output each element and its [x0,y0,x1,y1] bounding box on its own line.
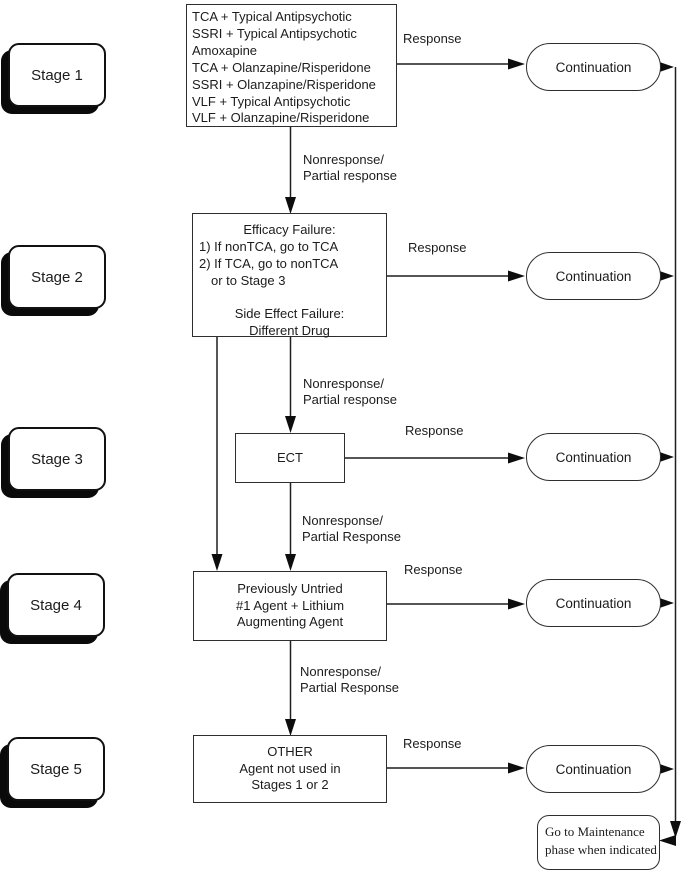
arrowhead [658,451,674,463]
continuation-oval-3: Continuation [526,433,661,481]
maintenance-line: Go to Maintenance [545,824,645,839]
stage-1-treatments-box: TCA + Typical Antipsychotic SSRI + Typic… [186,4,397,127]
nonresponse-label-1: Nonresponse/ Partial response [303,152,397,184]
treatment-line: TCA + Typical Antipsychotic [192,9,352,24]
stage-3-ect-box: ECT [235,433,345,483]
arrowhead [658,61,674,73]
maintenance-line: phase when indicated [545,842,657,857]
arrowhead [211,554,223,571]
stage-3-pill: Stage 3 [8,427,106,491]
arrowhead [658,763,674,775]
continuation-label: Continuation [555,761,632,777]
treatment-line: SSRI + Olanzapine/Risperidone [192,76,376,92]
response-label-1: Response [403,31,462,46]
stage-2-box: Efficacy Failure: 1) If nonTCA, go to TC… [192,213,387,338]
arrowhead [508,58,525,70]
response-label-5: Response [403,736,462,751]
continuation-oval-1: Continuation [526,43,661,91]
stage-2-line: Different Drug [249,322,330,338]
continuation-label: Continuation [555,59,632,75]
nonresponse-line: Nonresponse/ [302,513,383,528]
stage-5-line: Stages 1 or 2 [251,777,329,793]
continuation-label: Continuation [555,449,632,465]
stage-4-box: Previously Untried #1 Agent + Lithium Au… [193,571,387,641]
stage-5-pill: Stage 5 [7,737,105,801]
response-label-4: Response [404,562,463,577]
spacer [193,290,386,306]
arrowhead [658,597,674,609]
stage-4-line: Previously Untried [237,580,343,596]
stage-1-label: Stage 1 [31,66,83,84]
stage-1-pill: Stage 1 [8,43,106,107]
stage-2-line: Efficacy Failure: [243,222,336,237]
arrowhead [670,821,681,838]
stage-2-line: 2) If TCA, go to nonTCA [199,255,339,271]
nonresponse-line: Nonresponse/ [300,664,381,679]
stage-5-label: Stage 5 [30,760,82,778]
stage-2-line: 1) If nonTCA, go to TCA [199,238,339,254]
stage-2-pill: Stage 2 [8,245,106,309]
response-label-3: Response [405,423,464,438]
nonresponse-label-3: Nonresponse/ Partial Response [302,513,401,545]
arrowhead [659,835,676,846]
nonresponse-line: Partial response [303,392,397,407]
treatment-line: VLF + Olanzapine/Risperidone [192,110,370,126]
continuation-oval-4: Continuation [526,579,661,627]
arrowhead [658,270,674,282]
continuation-label: Continuation [555,268,632,284]
arrowhead [508,452,525,464]
treatment-line: Amoxapine [192,42,258,58]
ect-label: ECT [277,449,303,465]
maintenance-box: Go to Maintenance phase when indicated [537,815,660,870]
arrowhead [508,598,525,610]
continuation-label: Continuation [555,595,632,611]
stage-5-line: Agent not used in [239,760,341,776]
arrowhead [285,554,296,571]
arrowhead [508,762,525,774]
arrowhead [508,270,525,282]
arrowhead [285,197,296,214]
stage-3-label: Stage 3 [31,450,83,468]
treatment-line: VLF + Typical Antipsychotic [192,93,351,109]
stage-4-pill: Stage 4 [7,573,105,637]
stage-4-line: Augmenting Agent [236,614,344,630]
stage-2-line: Side Effect Failure: [234,305,345,321]
response-label-2: Response [408,240,467,255]
treatment-line: SSRI + Typical Antipsychotic [192,25,357,41]
stage-4-line: #1 Agent + Lithium [235,597,345,613]
nonresponse-line: Partial Response [300,680,399,695]
arrowhead [285,416,296,433]
nonresponse-label-2: Nonresponse/ Partial response [303,376,397,408]
stage-5-box: OTHER Agent not used in Stages 1 or 2 [193,735,387,803]
continuation-oval-2: Continuation [526,252,661,300]
stage-4-label: Stage 4 [30,596,82,614]
nonresponse-line: Partial Response [302,529,401,544]
nonresponse-line: Nonresponse/ [303,376,384,391]
arrowhead [285,719,296,736]
stage-5-line: OTHER [267,743,313,759]
nonresponse-label-4: Nonresponse/ Partial Response [300,664,399,696]
treatment-line: TCA + Olanzapine/Risperidone [192,59,371,75]
nonresponse-line: Partial response [303,168,397,183]
stage-2-line: or to Stage 3 [211,272,286,288]
nonresponse-line: Nonresponse/ [303,152,384,167]
stage-2-label: Stage 2 [31,268,83,286]
continuation-oval-5: Continuation [526,745,661,793]
